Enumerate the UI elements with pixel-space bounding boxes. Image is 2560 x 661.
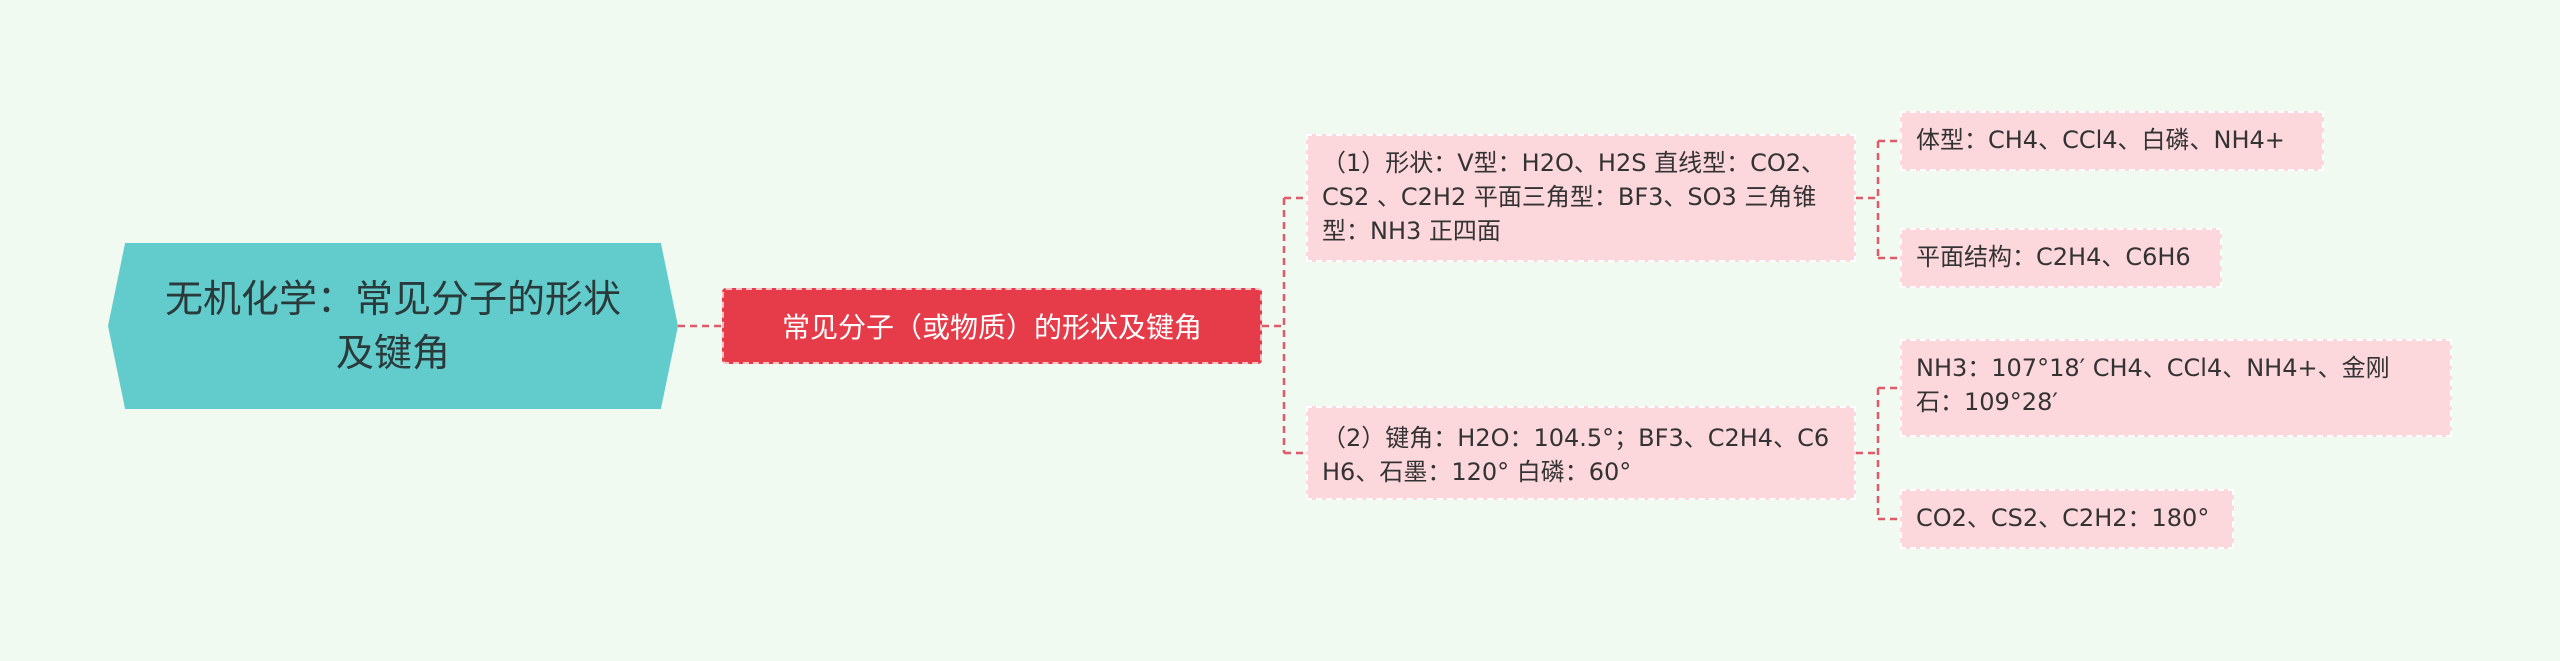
root-topic-node[interactable]: 无机化学：常见分子的形状及键角 (108, 243, 678, 409)
leaf-angle-180-label: CO2、CS2、C2H2：180° (1916, 504, 2210, 532)
bond-angle-node-label: （2）键角：H2O：104.5°；BF3、C2H4、C6H6、石墨：120° 白… (1322, 424, 1830, 486)
connector-angle-leaves (1856, 386, 1900, 521)
leaf-planar-label: 平面结构：C2H4、C6H6 (1916, 243, 2191, 271)
bond-angle-node[interactable]: （2）键角：H2O：104.5°；BF3、C2H4、C6H6、石墨：120° 白… (1306, 406, 1856, 500)
leaf-angle-109[interactable]: NH3：107°18′ CH4、CCl4、NH4+、金刚石：109°28′ (1900, 339, 2452, 437)
leaf-planar[interactable]: 平面结构：C2H4、C6H6 (1900, 228, 2222, 288)
shape-node-label: （1）形状：V型：H2O、H2S 直线型：CO2、CS2 、C2H2 平面三角型… (1322, 149, 1825, 245)
root-topic-title: 无机化学：常见分子的形状及键角 (164, 277, 621, 375)
main-branch-node[interactable]: 常见分子（或物质）的形状及键角 (722, 288, 1262, 364)
leaf-tetrahedral[interactable]: 体型：CH4、CCl4、白磷、NH4+ (1900, 111, 2324, 171)
connector-branch-subnodes (1262, 196, 1306, 455)
leaf-tetrahedral-label: 体型：CH4、CCl4、白磷、NH4+ (1916, 126, 2285, 154)
shape-node[interactable]: （1）形状：V型：H2O、H2S 直线型：CO2、CS2 、C2H2 平面三角型… (1306, 134, 1856, 262)
leaf-angle-109-label: NH3：107°18′ CH4、CCl4、NH4+、金刚石：109°28′ (1916, 354, 2390, 416)
connector-shape-leaves (1856, 139, 1900, 260)
main-branch-label: 常见分子（或物质）的形状及键角 (781, 311, 1202, 344)
leaf-angle-180[interactable]: CO2、CS2、C2H2：180° (1900, 489, 2234, 549)
